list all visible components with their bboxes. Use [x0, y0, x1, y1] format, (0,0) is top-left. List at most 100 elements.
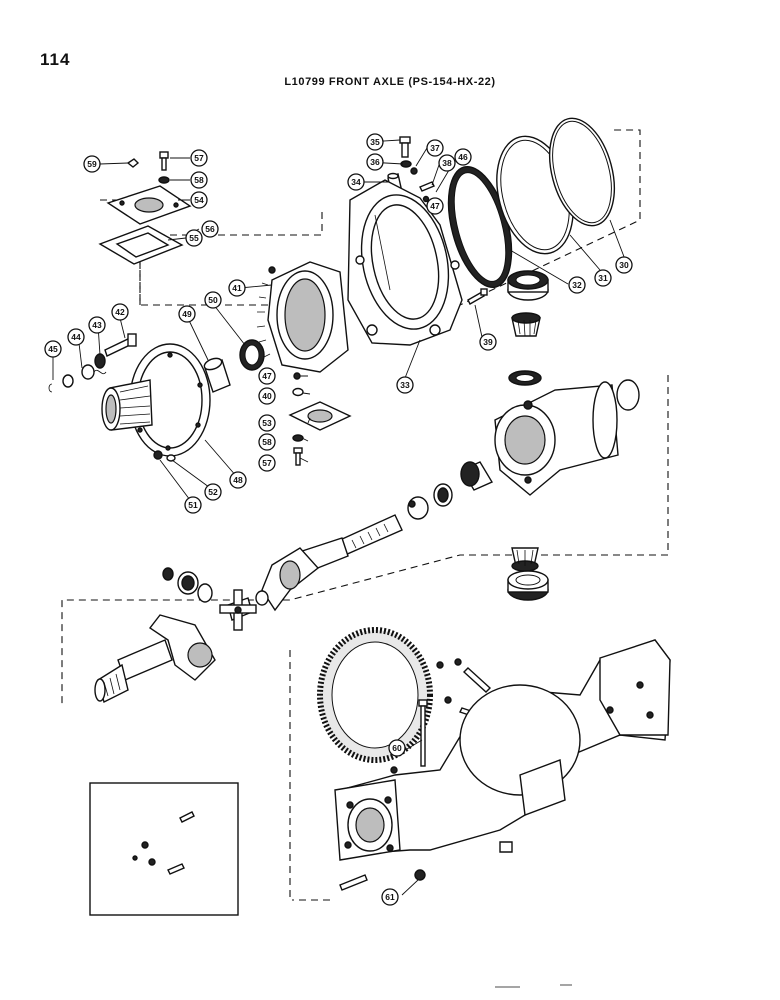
stud-bolt-60: [418, 699, 428, 767]
svg-text:59: 59: [87, 159, 97, 169]
callout-37: 37: [426, 139, 444, 157]
svg-text:49: 49: [182, 309, 192, 319]
callout-39: 39: [479, 333, 497, 351]
callout-60: 60: [388, 739, 406, 757]
bearing-cone-upper: [511, 312, 541, 337]
grease-fitting-37: [410, 167, 418, 175]
cover-plate-54: [106, 185, 192, 225]
callout-44: 44: [67, 328, 85, 346]
callout-41: 41: [228, 279, 246, 297]
snap-ring-45: [48, 383, 53, 393]
svg-text:47: 47: [430, 201, 440, 211]
svg-text:56: 56: [205, 224, 215, 234]
dashed-outline-knuckle-group: [61, 375, 669, 705]
svg-text:35: 35: [370, 137, 380, 147]
callout-30: 30: [615, 256, 633, 274]
svg-text:44: 44: [71, 332, 81, 342]
outer-axle-shaft: [261, 514, 403, 612]
inner-axle-shaft: [94, 614, 216, 704]
spindle-hub-48: [101, 343, 211, 457]
svg-text:55: 55: [189, 233, 199, 243]
callout-31: 31: [594, 269, 612, 287]
callout-57-top: 57: [190, 149, 208, 167]
lock-washer-58-top: [158, 176, 170, 184]
leader-lines: [52, 139, 627, 896]
steering-knuckle-housing-33: [347, 179, 463, 346]
washer-43: [94, 353, 106, 369]
callout-34: 34: [347, 173, 365, 191]
bearing-cup-upper: [507, 270, 549, 301]
svg-text:52: 52: [208, 487, 218, 497]
svg-text:38: 38: [442, 158, 452, 168]
spring-44: [81, 364, 107, 380]
inset-detail-box: [89, 782, 239, 916]
page-number: 114: [40, 50, 71, 69]
cap-screw-42: [104, 333, 137, 357]
callout-58-lower: 58: [258, 433, 276, 451]
callout-57-lower: 57: [258, 454, 276, 472]
scan-mark: [495, 984, 572, 988]
callout-40: 40: [258, 387, 276, 405]
bearing-cap-left-2: [197, 583, 213, 603]
callout-61: 61: [381, 888, 399, 906]
washer-40: [292, 387, 304, 397]
cap-screw-57-top: [159, 151, 169, 171]
cap-screw-57-lower: [293, 447, 303, 466]
svg-text:40: 40: [262, 391, 272, 401]
svg-text:31: 31: [598, 273, 608, 283]
thrust-washer-upper: [508, 370, 542, 386]
svg-text:34: 34: [351, 177, 361, 187]
svg-text:50: 50: [208, 295, 218, 305]
universal-joint-cross: [219, 589, 257, 631]
svg-text:46: 46: [458, 152, 468, 162]
svg-text:51: 51: [188, 500, 198, 510]
axle-housing: [334, 639, 671, 861]
callout-52: 52: [204, 483, 222, 501]
set-screw-38: [419, 181, 435, 192]
svg-text:54: 54: [194, 195, 204, 205]
bearing-cap-right: [255, 590, 269, 606]
knuckle-yoke-housing: [494, 381, 619, 496]
washer-52: [166, 454, 176, 462]
svg-text:53: 53: [262, 418, 272, 428]
needle-bearing: [433, 483, 453, 507]
callout-49: 49: [178, 305, 196, 323]
svg-text:60: 60: [392, 743, 402, 753]
svg-text:36: 36: [370, 157, 380, 167]
callout-59: 59: [83, 155, 101, 173]
svg-text:42: 42: [115, 307, 125, 317]
wheel-bearing-housing-41: [256, 261, 349, 373]
callout-55: 55: [185, 229, 203, 247]
bearing-cup-lower: [507, 570, 549, 601]
o-ring-right: [616, 379, 640, 411]
svg-text:41: 41: [232, 283, 242, 293]
callout-47-top: 47: [426, 197, 444, 215]
bearing-cap-left: [177, 571, 199, 595]
drain-plug: [499, 841, 513, 853]
callout-32: 32: [568, 276, 586, 294]
callout-50: 50: [204, 291, 222, 309]
callout-43: 43: [88, 316, 106, 334]
svg-text:37: 37: [430, 143, 440, 153]
svg-text:43: 43: [92, 320, 102, 330]
washer-44: [62, 374, 74, 388]
sleeve-49: [203, 357, 231, 393]
snap-ring-left: [162, 567, 174, 581]
retaining-ring-30: [549, 117, 615, 227]
svg-text:30: 30: [619, 260, 629, 270]
bearing-cone-lower: [511, 547, 539, 572]
svg-text:58: 58: [194, 175, 204, 185]
svg-text:33: 33: [400, 380, 410, 390]
nut-61: [414, 869, 426, 881]
callout-48: 48: [229, 471, 247, 489]
cap-screw-39: [467, 288, 488, 305]
callout-58-top: 58: [190, 171, 208, 189]
svg-text:57: 57: [194, 153, 204, 163]
cap-screw-35: [399, 136, 411, 158]
callout-56: 56: [201, 220, 219, 238]
callout-38: 38: [438, 154, 456, 172]
dashed-outline-upper-cover: [100, 199, 141, 305]
spacer-ring: [407, 496, 429, 520]
svg-text:47: 47: [262, 371, 272, 381]
